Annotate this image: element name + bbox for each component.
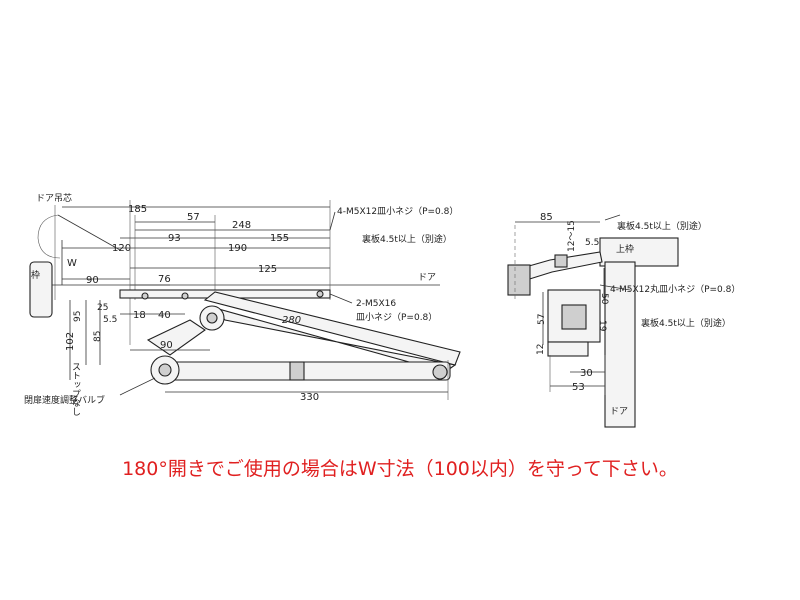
side-dim-57: 57: [537, 314, 547, 325]
screw-plate-label: 2-M5X16: [356, 299, 396, 309]
side-dim-50: 50: [599, 293, 609, 305]
dim-90-top: 90: [86, 275, 99, 286]
door-pivot-label: ドア吊芯: [36, 192, 72, 204]
frame-label: 枠: [29, 269, 40, 280]
dim-85: 85: [93, 331, 103, 342]
door-panel: [604, 261, 636, 428]
side-dim-85: 85: [540, 212, 553, 223]
side-dim-5-5: 5.5: [585, 238, 599, 248]
front-view: ドア吊芯 枠 ドア 185 57 248 93 155 120 190 125 …: [24, 192, 461, 416]
stop-none-label: ストップなし: [70, 362, 81, 416]
side-door-label: ドア: [610, 407, 628, 417]
dim-102: 102: [65, 332, 76, 351]
side-backplate-top: 裏板4.5t以上（別途）: [617, 220, 707, 232]
dim-93: 93: [168, 233, 181, 244]
backplate-label: 裏板4.5t以上（別途）: [362, 233, 452, 245]
side-dim-12: 12: [536, 344, 546, 355]
screw-plate-label-2: 皿小ネジ（P=0.8）: [356, 312, 437, 323]
dim-40: 40: [158, 310, 171, 321]
upper-frame: [599, 237, 679, 267]
dim-155: 155: [270, 233, 289, 244]
side-view: 上枠 ドア 85 12～15 5.5 裏板4.5t以上（別途） 4-M5X12丸…: [507, 212, 740, 428]
valve-label: 閉扉速度調整バルブ: [24, 394, 105, 406]
dim-25: 25: [97, 303, 108, 313]
door-label: ドア: [418, 273, 436, 283]
dim-125: 125: [258, 264, 277, 275]
dim-248: 248: [232, 220, 251, 231]
pivot-line: [57, 214, 121, 251]
dim-57: 57: [187, 212, 200, 223]
side-dim-19: 19: [597, 320, 607, 332]
frame-box: [29, 261, 53, 318]
dim-185: 185: [128, 204, 147, 215]
dim-280: 280: [282, 315, 301, 326]
side-dim-30: 30: [580, 368, 593, 379]
dim-190: 190: [228, 243, 247, 254]
main-arm: [203, 291, 461, 366]
side-backplate-bottom: 裏板4.5t以上（別途）: [641, 317, 731, 329]
dim-w: W: [67, 258, 77, 269]
dim-95: 95: [73, 311, 83, 322]
side-dim-12-15: 12～15: [567, 220, 577, 252]
upper-frame-label: 上枠: [616, 243, 634, 255]
side-arm-block: [507, 264, 531, 296]
pivot-arc: [37, 214, 61, 259]
dim-90-bottom: 90: [160, 340, 173, 351]
screw-top-label: 4-M5X12皿小ネジ（P=0.8）: [337, 206, 458, 217]
dim-18: 18: [133, 310, 146, 321]
closer-body: [159, 361, 451, 381]
usage-note: 180°開きでご使用の場合はW寸法（100以内）を守って下さい。: [122, 458, 678, 480]
side-dim-53: 53: [572, 382, 585, 393]
dim-120: 120: [112, 243, 131, 254]
dim-5-5: 5.5: [103, 315, 117, 325]
dim-76: 76: [158, 274, 171, 285]
dim-330: 330: [300, 392, 319, 403]
side-screw-label: 4-M5X12丸皿小ネジ（P=0.8）: [610, 283, 740, 295]
